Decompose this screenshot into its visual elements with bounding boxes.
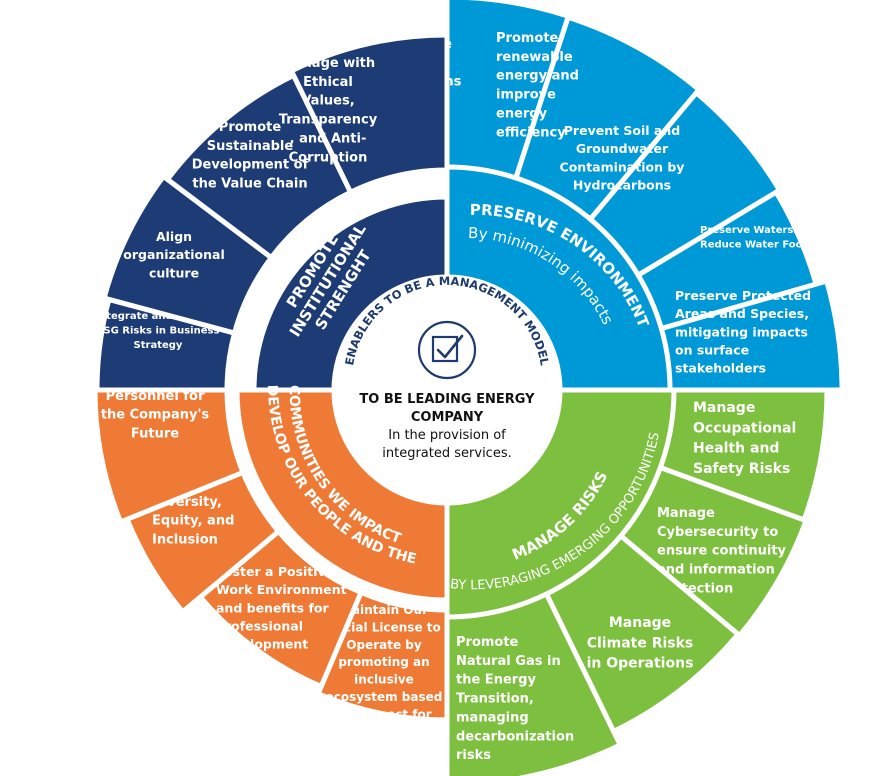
segment-label-line: Manage <box>609 615 671 631</box>
segment-label-line: and benefits for <box>216 600 329 615</box>
segment-label-line: Safety Risks <box>693 461 790 477</box>
segment-label-line: promoting an <box>338 655 429 669</box>
segment-label-line: energy <box>496 106 548 121</box>
segment-label-line: decarbonization <box>456 729 574 744</box>
segment-label-line: Integrate and Manage <box>95 311 221 322</box>
segment-label-line: Ethical <box>303 75 353 90</box>
segment-label-line: Areas and Species, <box>675 306 809 321</box>
segment-label-line: organizational <box>123 247 225 262</box>
segment-label-line: Promote <box>496 31 559 46</box>
segment-label-line: Manage <box>693 400 755 416</box>
segment-shape <box>101 172 275 337</box>
segment-label-line: ESG Risks in Business <box>97 326 220 337</box>
center-subtitle-line2: integrated services. <box>382 446 511 461</box>
segment-label-line: and information <box>657 563 775 578</box>
center-title-line2: COMPANY <box>411 410 484 425</box>
segment-label-line: in Operations <box>587 656 694 672</box>
segment-label-line: , and Anti- <box>290 131 367 146</box>
segment-label-line: Preserve Protected <box>675 288 811 303</box>
segment-label-line: ensure continuity <box>657 544 787 559</box>
segment-label-line: Corruption <box>289 150 368 165</box>
segment-label-line: Hydrocarbons <box>573 177 671 192</box>
segment-label-line: Development of <box>192 158 309 173</box>
segment-label-line: ecosystem based <box>326 690 443 704</box>
segment-label-line: efficiency <box>496 125 566 140</box>
checkbox-icon <box>417 320 477 380</box>
segment-2: Promote renewable energy and improve energy e… <box>496 14 703 226</box>
segment-label-line: professional <box>216 618 303 633</box>
segment-label-line: improve <box>496 88 556 103</box>
segment-label-line: Work Environment <box>216 582 347 597</box>
segment-label-line: mitigating impacts <box>675 324 808 339</box>
segment-label-line: inclusive <box>354 673 414 687</box>
segment-label-line: Values, <box>301 94 354 109</box>
segment-label-line: Manage <box>657 506 715 521</box>
segment-label-line: the Energy <box>456 673 536 688</box>
segment-label-line: Equity, and <box>152 514 234 529</box>
center-subtitle-line1: In the provision of <box>388 428 506 443</box>
segment-label-line: Manage with <box>281 56 375 71</box>
segment-label-line: Prevent Soil and <box>564 123 680 138</box>
segment-label-line: Transparency <box>279 113 378 128</box>
segment-label-line: Foster a Positive <box>216 564 334 579</box>
segment-label-line: Inclusion <box>152 533 218 548</box>
segment-label-line: Promote <box>219 120 282 135</box>
segment-label-line: Sustainable <box>207 139 294 154</box>
segment-label-line: human rights <box>339 725 429 739</box>
segment-label-line: Natural Gas in <box>456 654 561 669</box>
segment-15: Align organizational culture <box>101 172 275 337</box>
segment-label-line: managing <box>456 710 529 725</box>
segment-label-line: Cybersecurity to <box>657 525 778 540</box>
segment-label-line: Transition, <box>456 692 534 707</box>
segment-label-line: Groundwater <box>576 141 669 156</box>
segment-label-line: stakeholders <box>675 361 766 376</box>
segment-label-line: Align <box>156 229 192 244</box>
segment-shape <box>288 32 450 196</box>
segment-label-line: Promote <box>456 635 519 650</box>
segment-label-line: Maintain Our <box>340 603 428 617</box>
outer-segments: ReduceGHGemissionsPromoterenewableenergy… <box>92 0 845 776</box>
segment-label-line: Strategy <box>134 340 183 351</box>
segment-label-line: on surface <box>675 342 749 357</box>
segment-label-line: Personnel for <box>106 389 205 404</box>
segment-label-line: culture <box>149 265 199 280</box>
segment-label-line: Preserve Watersheds and <box>700 225 845 236</box>
segment-label-line: development <box>216 637 308 652</box>
pillar-ring <box>234 164 677 620</box>
segment-label-line: Operate by <box>346 638 422 652</box>
segment-label-line: Reduce Water Footprint <box>700 240 835 251</box>
segment-label-line: Occupational <box>693 420 796 436</box>
segment-label-line: Social License to <box>327 620 441 634</box>
segment-label-line: Future <box>131 427 179 442</box>
center-disc <box>334 277 560 503</box>
segment-label-line: energy and <box>496 69 579 84</box>
segment-label-line: risks <box>456 748 491 763</box>
center-title-line1: TO BE LEADING ENERGY <box>359 392 535 407</box>
segment-label-line: the Value Chain <box>192 177 307 192</box>
segment-label-line: Climate Risks <box>587 635 694 651</box>
segment-label-line: the Company's <box>101 408 210 423</box>
segment-label-line: renewable <box>496 50 573 65</box>
segment-label-line: on respect for <box>336 707 431 721</box>
segment-label-line: Health and <box>693 441 779 457</box>
segment-label-line: Contamination by <box>560 159 685 174</box>
